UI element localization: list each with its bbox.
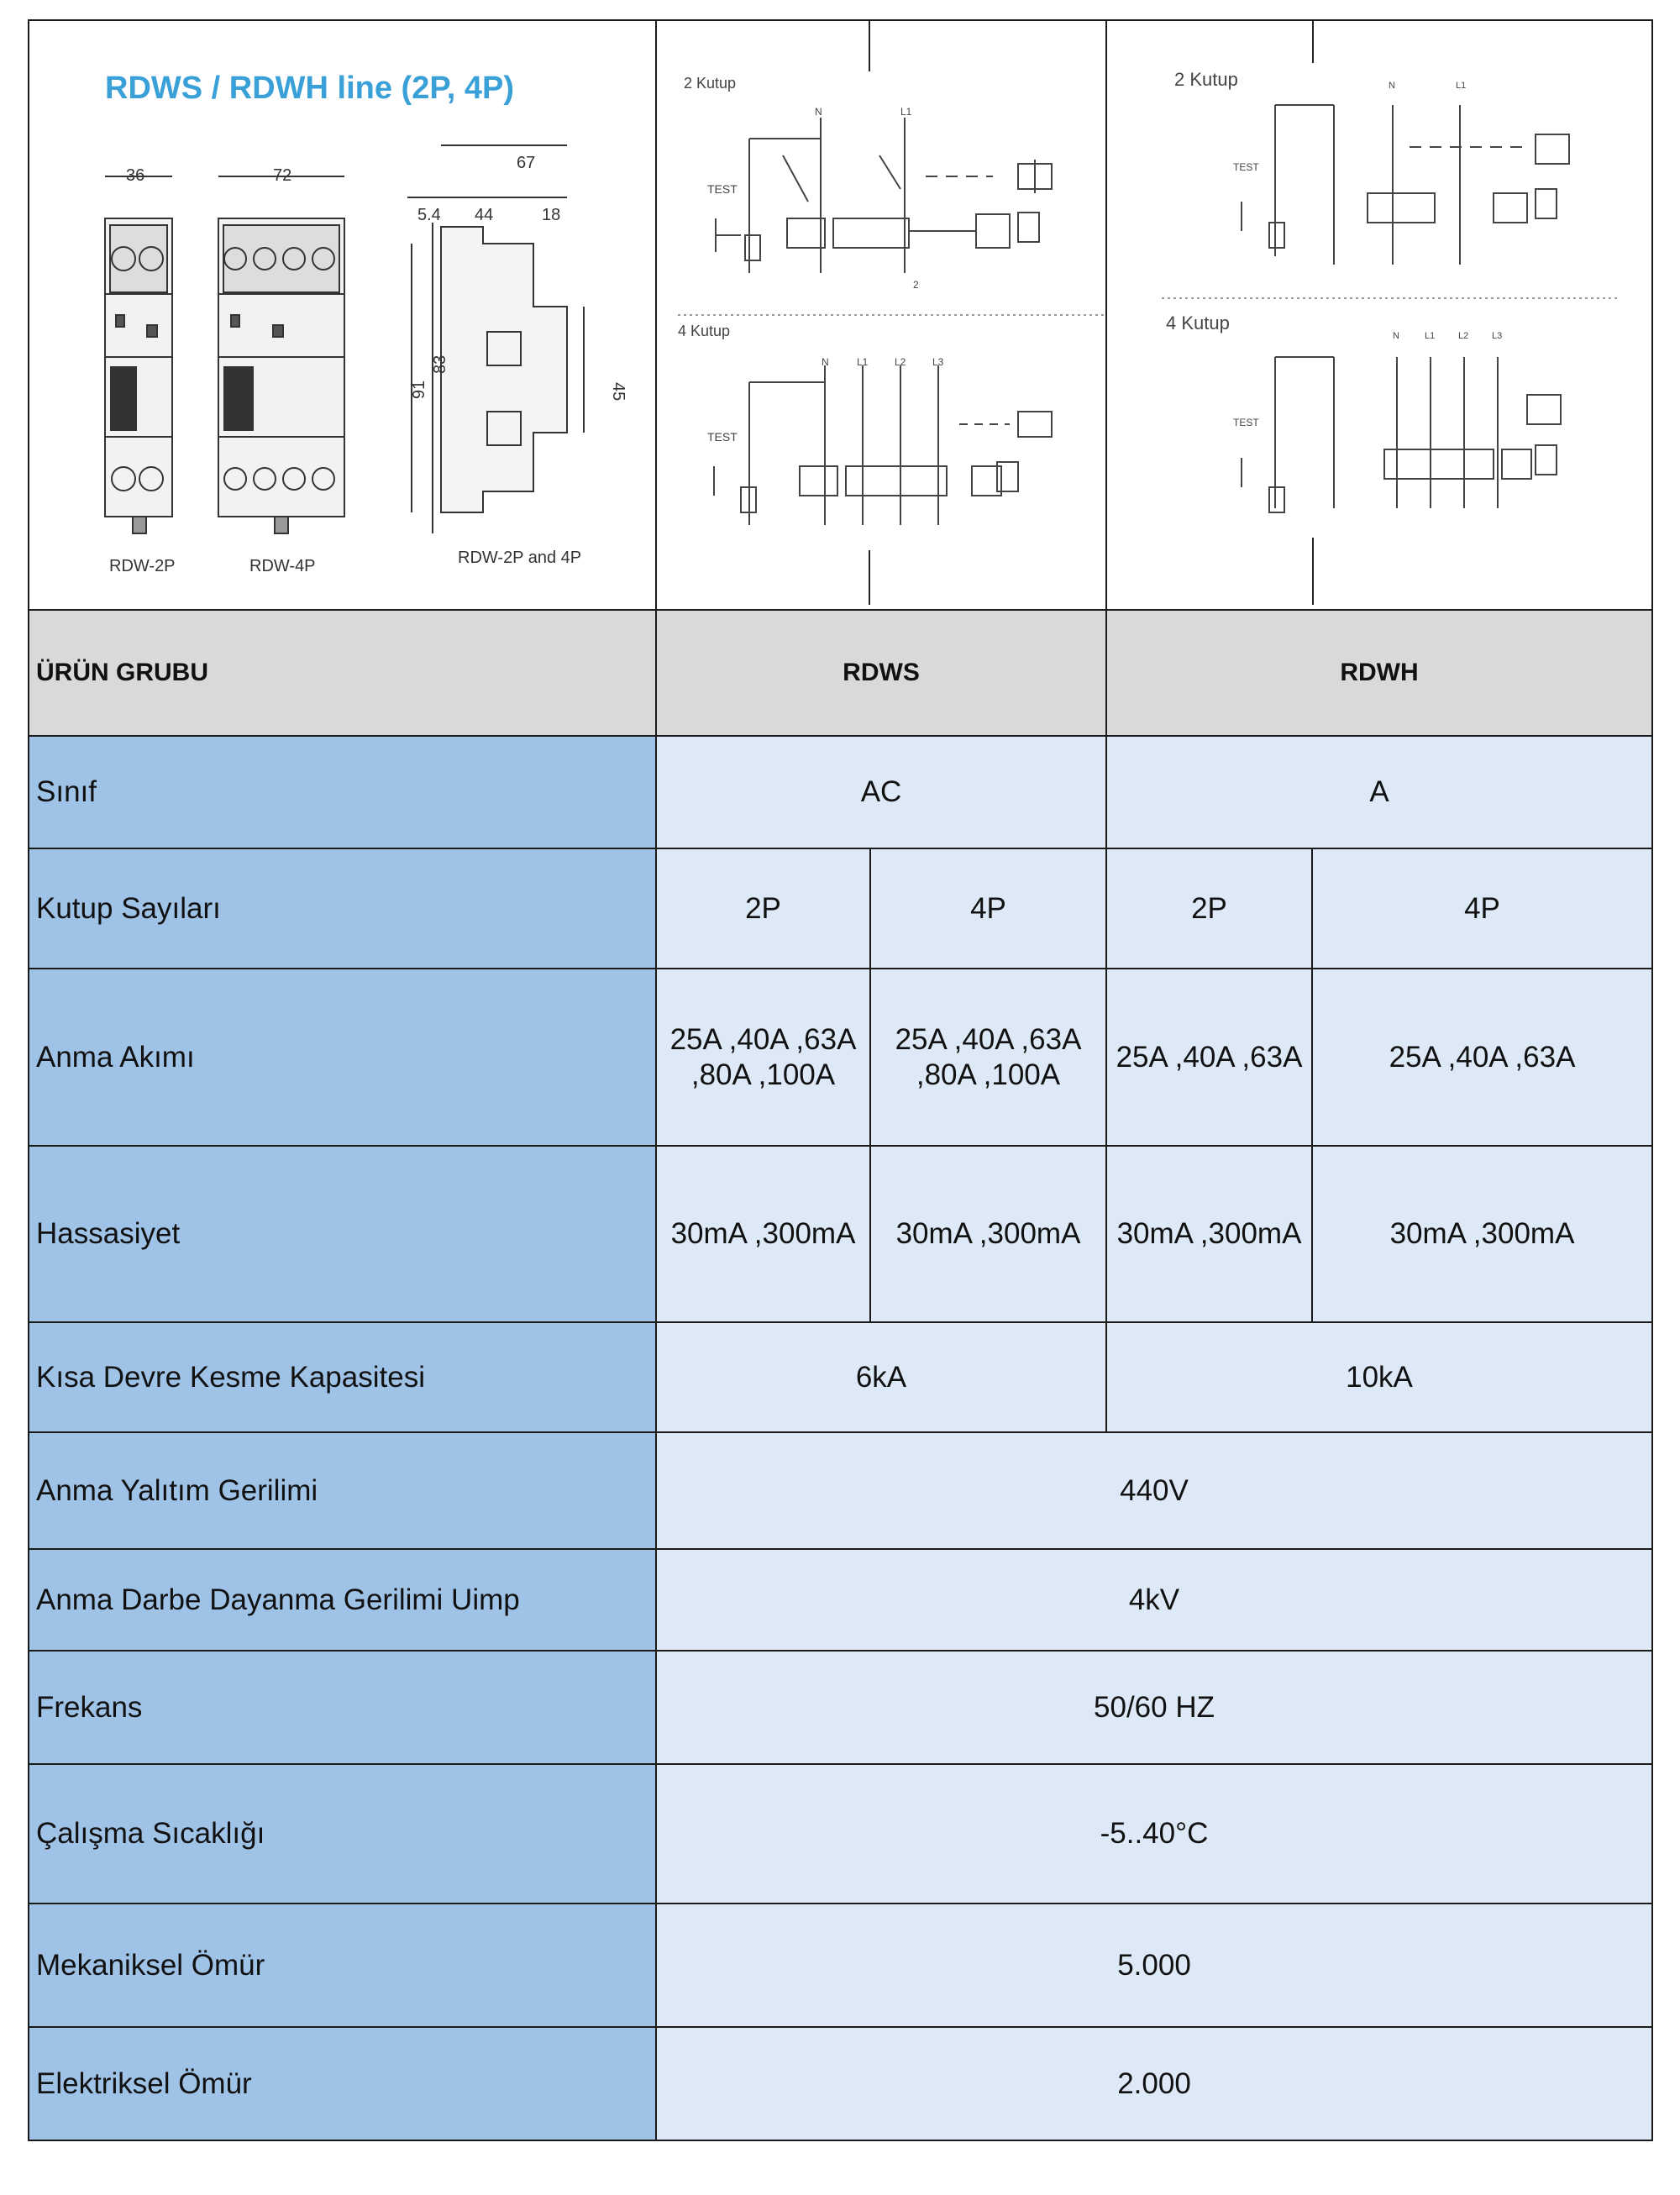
rdwh-l1-label: L1 — [1456, 81, 1466, 91]
rdwh-4p-n-label: N — [1393, 331, 1399, 341]
breaking-rdwh: 10kA — [1105, 1321, 1653, 1433]
dim-36: 36 — [126, 166, 144, 185]
row-value: 50/60 HZ — [655, 1650, 1653, 1765]
sensitivity-rdws-4p: 30mA ,300mA — [869, 1145, 1107, 1323]
dim-18: 18 — [542, 206, 560, 224]
rdwh-4p-l3-label: L3 — [1492, 331, 1502, 341]
row-label: Hassasiyet — [28, 1145, 657, 1323]
caption-2p: RDW-2P — [109, 557, 176, 575]
dim-5-4: 5.4 — [417, 206, 441, 224]
rdws-2-label: 2 — [913, 279, 919, 291]
table-row: Mekaniksel Ömür 5.000 — [28, 1903, 1653, 2028]
row-value: -5..40°C — [655, 1763, 1653, 1904]
rdws-circuit-cell: 2 Kutup — [655, 19, 1107, 611]
row-label: Mekaniksel Ömür — [28, 1903, 657, 2028]
row-label: Elektriksel Ömür — [28, 2026, 657, 2141]
rdwh-2-kutup-label: 2 Kutup — [1174, 69, 1238, 90]
row-label: Sınıf — [28, 735, 657, 849]
row-label: Anma Yalıtım Gerilimi — [28, 1431, 657, 1550]
rdws-n-label: N — [815, 106, 822, 118]
poles-rdwh-2p: 2P — [1105, 848, 1313, 969]
table-row: Kutup Sayıları 2P 4P 2P 4P — [28, 848, 1653, 969]
row-value: 5.000 — [655, 1903, 1653, 2028]
rdws-test-label-2p: TEST — [707, 182, 738, 196]
row-label: Kutup Sayıları — [28, 848, 657, 969]
rdwh-4p-l2-label: L2 — [1458, 331, 1468, 341]
rdwh-test-label-4p: TEST — [1233, 417, 1259, 428]
dim-45: 45 — [609, 382, 627, 401]
current-rdwh-2p: 25A ,40A ,63A — [1105, 968, 1313, 1147]
row-label: Frekans — [28, 1650, 657, 1765]
sensitivity-rdws-2p: 30mA ,300mA — [655, 1145, 871, 1323]
figure-title: RDWS / RDWH line (2P, 4P) — [105, 71, 514, 106]
rdwh-circuit-cell: 2 Kutup TEST N L1 — [1105, 19, 1653, 611]
dim-67: 67 — [517, 154, 535, 172]
rdwh-circuit-diagrams: 2 Kutup TEST N L1 — [1162, 21, 1620, 605]
class-rdws: AC — [655, 735, 1107, 849]
current-line-1: 25A ,40A ,63A — [895, 1022, 1082, 1056]
table-row: Hassasiyet 30mA ,300mA 30mA ,300mA 30mA … — [28, 1145, 1653, 1323]
dim-72: 72 — [273, 166, 291, 185]
rdws-circuit-diagrams: 2 Kutup — [678, 21, 1105, 605]
poles-rdwh-4p: 4P — [1311, 848, 1653, 969]
current-line-1: 25A ,40A ,63A — [669, 1022, 857, 1056]
poles-rdws-2p: 2P — [655, 848, 871, 969]
current-rdwh-4p: 25A ,40A ,63A — [1311, 968, 1653, 1147]
rdwh-n-label: N — [1389, 81, 1395, 91]
dim-91: 91 — [410, 381, 428, 399]
breaking-rdws: 6kA — [655, 1321, 1107, 1433]
rdws-2-kutup-label: 2 Kutup — [684, 75, 736, 92]
current-rdws-2p: 25A ,40A ,63A ,80A ,100A — [655, 968, 871, 1147]
dim-83: 83 — [431, 355, 449, 374]
table-row: Anma Darbe Dayanma Gerilimi Uimp 4kV — [28, 1548, 1653, 1652]
rdws-4p-l2-label: L2 — [895, 356, 906, 368]
product-dimension-drawing: RDWS / RDWH line (2P, 4P) 36 — [104, 71, 627, 575]
row-value: 440V — [655, 1431, 1653, 1550]
row-label: Anma Akımı — [28, 968, 657, 1147]
caption-side: RDW-2P and 4P — [458, 549, 581, 567]
row-value: 4kV — [655, 1548, 1653, 1652]
product-figure-cell: RDWS / RDWH line (2P, 4P) 36 — [28, 19, 657, 611]
table-row: Frekans 50/60 HZ — [28, 1650, 1653, 1765]
rdwh-test-label-2p: TEST — [1233, 161, 1259, 173]
rdwh-4-kutup-label: 4 Kutup — [1166, 312, 1230, 333]
header-row: ÜRÜN GRUBU RDWS RDWH — [28, 609, 1653, 737]
rdws-l1-label: L1 — [900, 106, 912, 118]
rdws-4-kutup-label: 4 Kutup — [678, 323, 730, 339]
row-value: 2.000 — [655, 2026, 1653, 2141]
rdws-test-label-4p: TEST — [707, 430, 738, 444]
image-row: RDWS / RDWH line (2P, 4P) 36 — [28, 19, 1653, 611]
rdwh-4p-l1-label: L1 — [1425, 331, 1435, 341]
row-label: Anma Darbe Dayanma Gerilimi Uimp — [28, 1548, 657, 1652]
table-row: Anma Yalıtım Gerilimi 440V — [28, 1431, 1653, 1550]
current-line-2: ,80A ,100A — [690, 1058, 836, 1091]
spec-table: RDWS / RDWH line (2P, 4P) 36 — [28, 19, 1653, 2141]
current-line-2: ,80A ,100A — [916, 1058, 1061, 1091]
poles-rdws-4p: 4P — [869, 848, 1107, 969]
current-rdws-4p: 25A ,40A ,63A ,80A ,100A — [869, 968, 1107, 1147]
caption-4p: RDW-4P — [249, 557, 316, 575]
sensitivity-rdwh-2p: 30mA ,300mA — [1105, 1145, 1313, 1323]
table-row: Elektriksel Ömür 2.000 — [28, 2026, 1653, 2141]
table-row: Anma Akımı 25A ,40A ,63A ,80A ,100A 25A … — [28, 968, 1653, 1147]
dim-44: 44 — [475, 206, 493, 224]
rdws-4p-l1-label: L1 — [857, 356, 869, 368]
table-row: Kısa Devre Kesme Kapasitesi 6kA 10kA — [28, 1321, 1653, 1433]
rdws-4p-n-label: N — [822, 356, 829, 368]
sensitivity-rdwh-4p: 30mA ,300mA — [1311, 1145, 1653, 1323]
row-label: Kısa Devre Kesme Kapasitesi — [28, 1321, 657, 1433]
class-rdwh: A — [1105, 735, 1653, 849]
rdws-4p-l3-label: L3 — [932, 356, 944, 368]
table-row: Çalışma Sıcaklığı -5..40°C — [28, 1763, 1653, 1904]
product-group-header: ÜRÜN GRUBU — [28, 609, 657, 737]
row-label: Çalışma Sıcaklığı — [28, 1763, 657, 1904]
rdws-header: RDWS — [655, 609, 1107, 737]
table-row: Sınıf AC A — [28, 735, 1653, 849]
rdwh-header: RDWH — [1105, 609, 1653, 737]
